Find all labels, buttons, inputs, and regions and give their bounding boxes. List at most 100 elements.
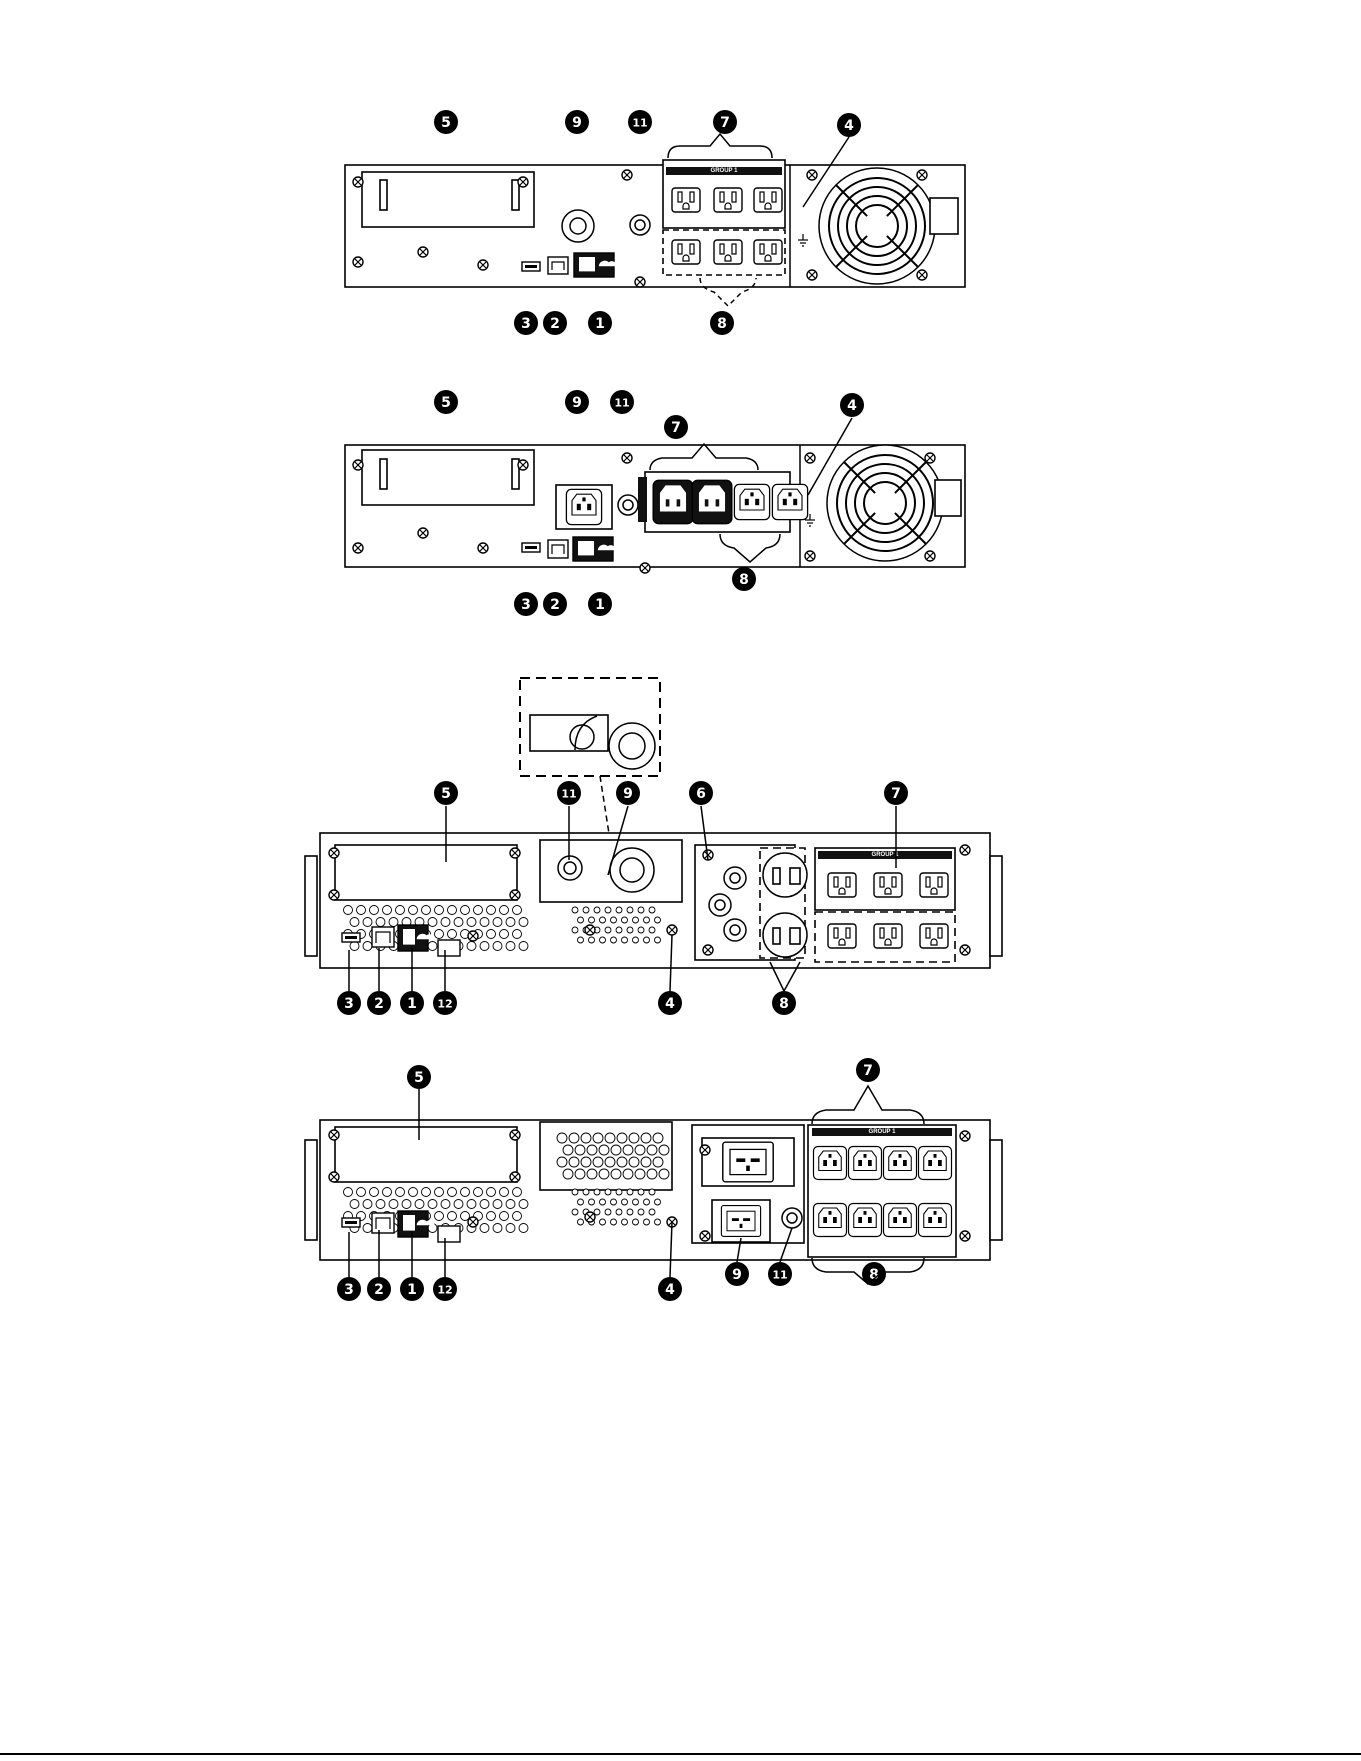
terminal-block-icon (438, 940, 460, 956)
screw-icon (510, 890, 520, 900)
callout-11-marker: 11 (628, 110, 652, 134)
group-label: GROUP 1 (812, 1128, 952, 1136)
callout-5-marker: 5 (407, 1065, 431, 1089)
callout-1-marker: 1 (588, 592, 612, 616)
panel-2-label-plate (935, 480, 961, 516)
callout-11-marker: 11 (557, 781, 581, 805)
svg-text:3: 3 (344, 1282, 354, 1298)
rj45-port-icon (372, 927, 394, 947)
svg-text:5: 5 (441, 786, 451, 802)
outlet-c13-icon (772, 484, 807, 519)
callout-5-marker: 5 (434, 781, 458, 805)
rj45-port-icon (548, 257, 568, 274)
callout-8-marker: 8 (772, 991, 796, 1015)
svg-text:11: 11 (614, 397, 629, 410)
svg-text:5: 5 (441, 395, 451, 411)
svg-text:2: 2 (550, 316, 560, 332)
svg-text:6: 6 (696, 786, 706, 802)
svg-text:3: 3 (344, 996, 354, 1012)
screw-icon (807, 170, 817, 180)
callout-8-marker: 8 (732, 567, 756, 591)
outlet-nema-icon (920, 924, 948, 948)
panel-4-left-rail (305, 1140, 317, 1240)
svg-text:8: 8 (717, 316, 727, 332)
screw-icon (635, 277, 645, 287)
svg-text:GROUP 1: GROUP 1 (869, 1129, 897, 1135)
callout-1-marker: 1 (400, 991, 424, 1015)
outlet-c13-icon (919, 1147, 952, 1180)
svg-text:9: 9 (732, 1267, 742, 1283)
callout-2-marker: 2 (543, 311, 567, 335)
svg-text:9: 9 (572, 115, 582, 131)
screw-icon (353, 177, 363, 187)
outlet-nema-icon (874, 873, 902, 897)
svg-text:2: 2 (550, 597, 560, 613)
group-label-vertical (638, 477, 647, 522)
callout-7-marker: 7 (884, 781, 908, 805)
callout-9-marker: 9 (565, 110, 589, 134)
callout-7-marker: 7 (856, 1058, 880, 1082)
svg-text:1: 1 (407, 996, 417, 1012)
panel-4-outlet-bank (808, 1125, 956, 1257)
screw-icon (700, 1145, 710, 1155)
outlet-nema-icon (714, 188, 742, 212)
usb-port-icon (522, 543, 540, 552)
terminal-block-icon (438, 1226, 460, 1242)
screw-icon (468, 931, 478, 941)
screw-icon (510, 1130, 520, 1140)
svg-text:4: 4 (847, 398, 857, 414)
screw-icon (510, 1172, 520, 1182)
screw-icon (805, 453, 815, 463)
callout-9-marker: 9 (616, 781, 640, 805)
panel-4-option-slot (335, 1127, 517, 1182)
svg-text:9: 9 (623, 786, 633, 802)
outlet-nema-icon (754, 188, 782, 212)
outlet-nema-icon (920, 873, 948, 897)
callout-12-marker: 12 (433, 1277, 457, 1301)
screw-icon (353, 543, 363, 553)
callout-1-marker: 1 (588, 311, 612, 335)
screw-icon (518, 177, 528, 187)
panel-3-right-rail (990, 856, 1002, 956)
screw-icon (418, 247, 428, 257)
screw-icon (960, 845, 970, 855)
callout-9-marker: 9 (565, 390, 589, 414)
svg-text:1: 1 (407, 1282, 417, 1298)
outlet-c19-icon (721, 1206, 760, 1237)
network-card-icon (574, 253, 617, 277)
screw-icon (585, 925, 595, 935)
outlet-nema-icon (874, 924, 902, 948)
screw-icon (478, 260, 488, 270)
callout-6-marker: 6 (689, 781, 713, 805)
svg-text:4: 4 (844, 118, 854, 134)
screw-icon (622, 453, 632, 463)
svg-text:11: 11 (772, 1269, 787, 1282)
outlet-c13-icon (653, 480, 693, 523)
outlet-c13-icon (919, 1204, 952, 1237)
svg-text:11: 11 (632, 117, 647, 130)
outlet-nema-icon (828, 873, 856, 897)
outlet-nema-icon (828, 924, 856, 948)
callout-4-marker: 4 (837, 113, 861, 137)
svg-text:4: 4 (665, 1282, 675, 1298)
outlet-nema-icon (672, 240, 700, 264)
svg-text:5: 5 (414, 1070, 424, 1086)
callout-11-marker: 11 (768, 1262, 792, 1286)
screw-icon (667, 925, 677, 935)
group-label: GROUP 1 (666, 167, 782, 175)
screw-icon (805, 551, 815, 561)
svg-text:GROUP 1: GROUP 1 (872, 852, 900, 858)
screw-icon (418, 528, 428, 538)
screw-icon (518, 460, 528, 470)
screw-icon (703, 945, 713, 955)
svg-text:8: 8 (779, 996, 789, 1012)
outlet-nema-icon (714, 240, 742, 264)
page-footer-rule (0, 1753, 1361, 1755)
usb-port-icon (342, 933, 360, 942)
screw-icon (353, 257, 363, 267)
svg-text:12: 12 (437, 998, 452, 1011)
network-card-icon (573, 537, 616, 561)
screw-icon (353, 460, 363, 470)
svg-text:3: 3 (521, 597, 531, 613)
outlet-nema-icon (754, 240, 782, 264)
